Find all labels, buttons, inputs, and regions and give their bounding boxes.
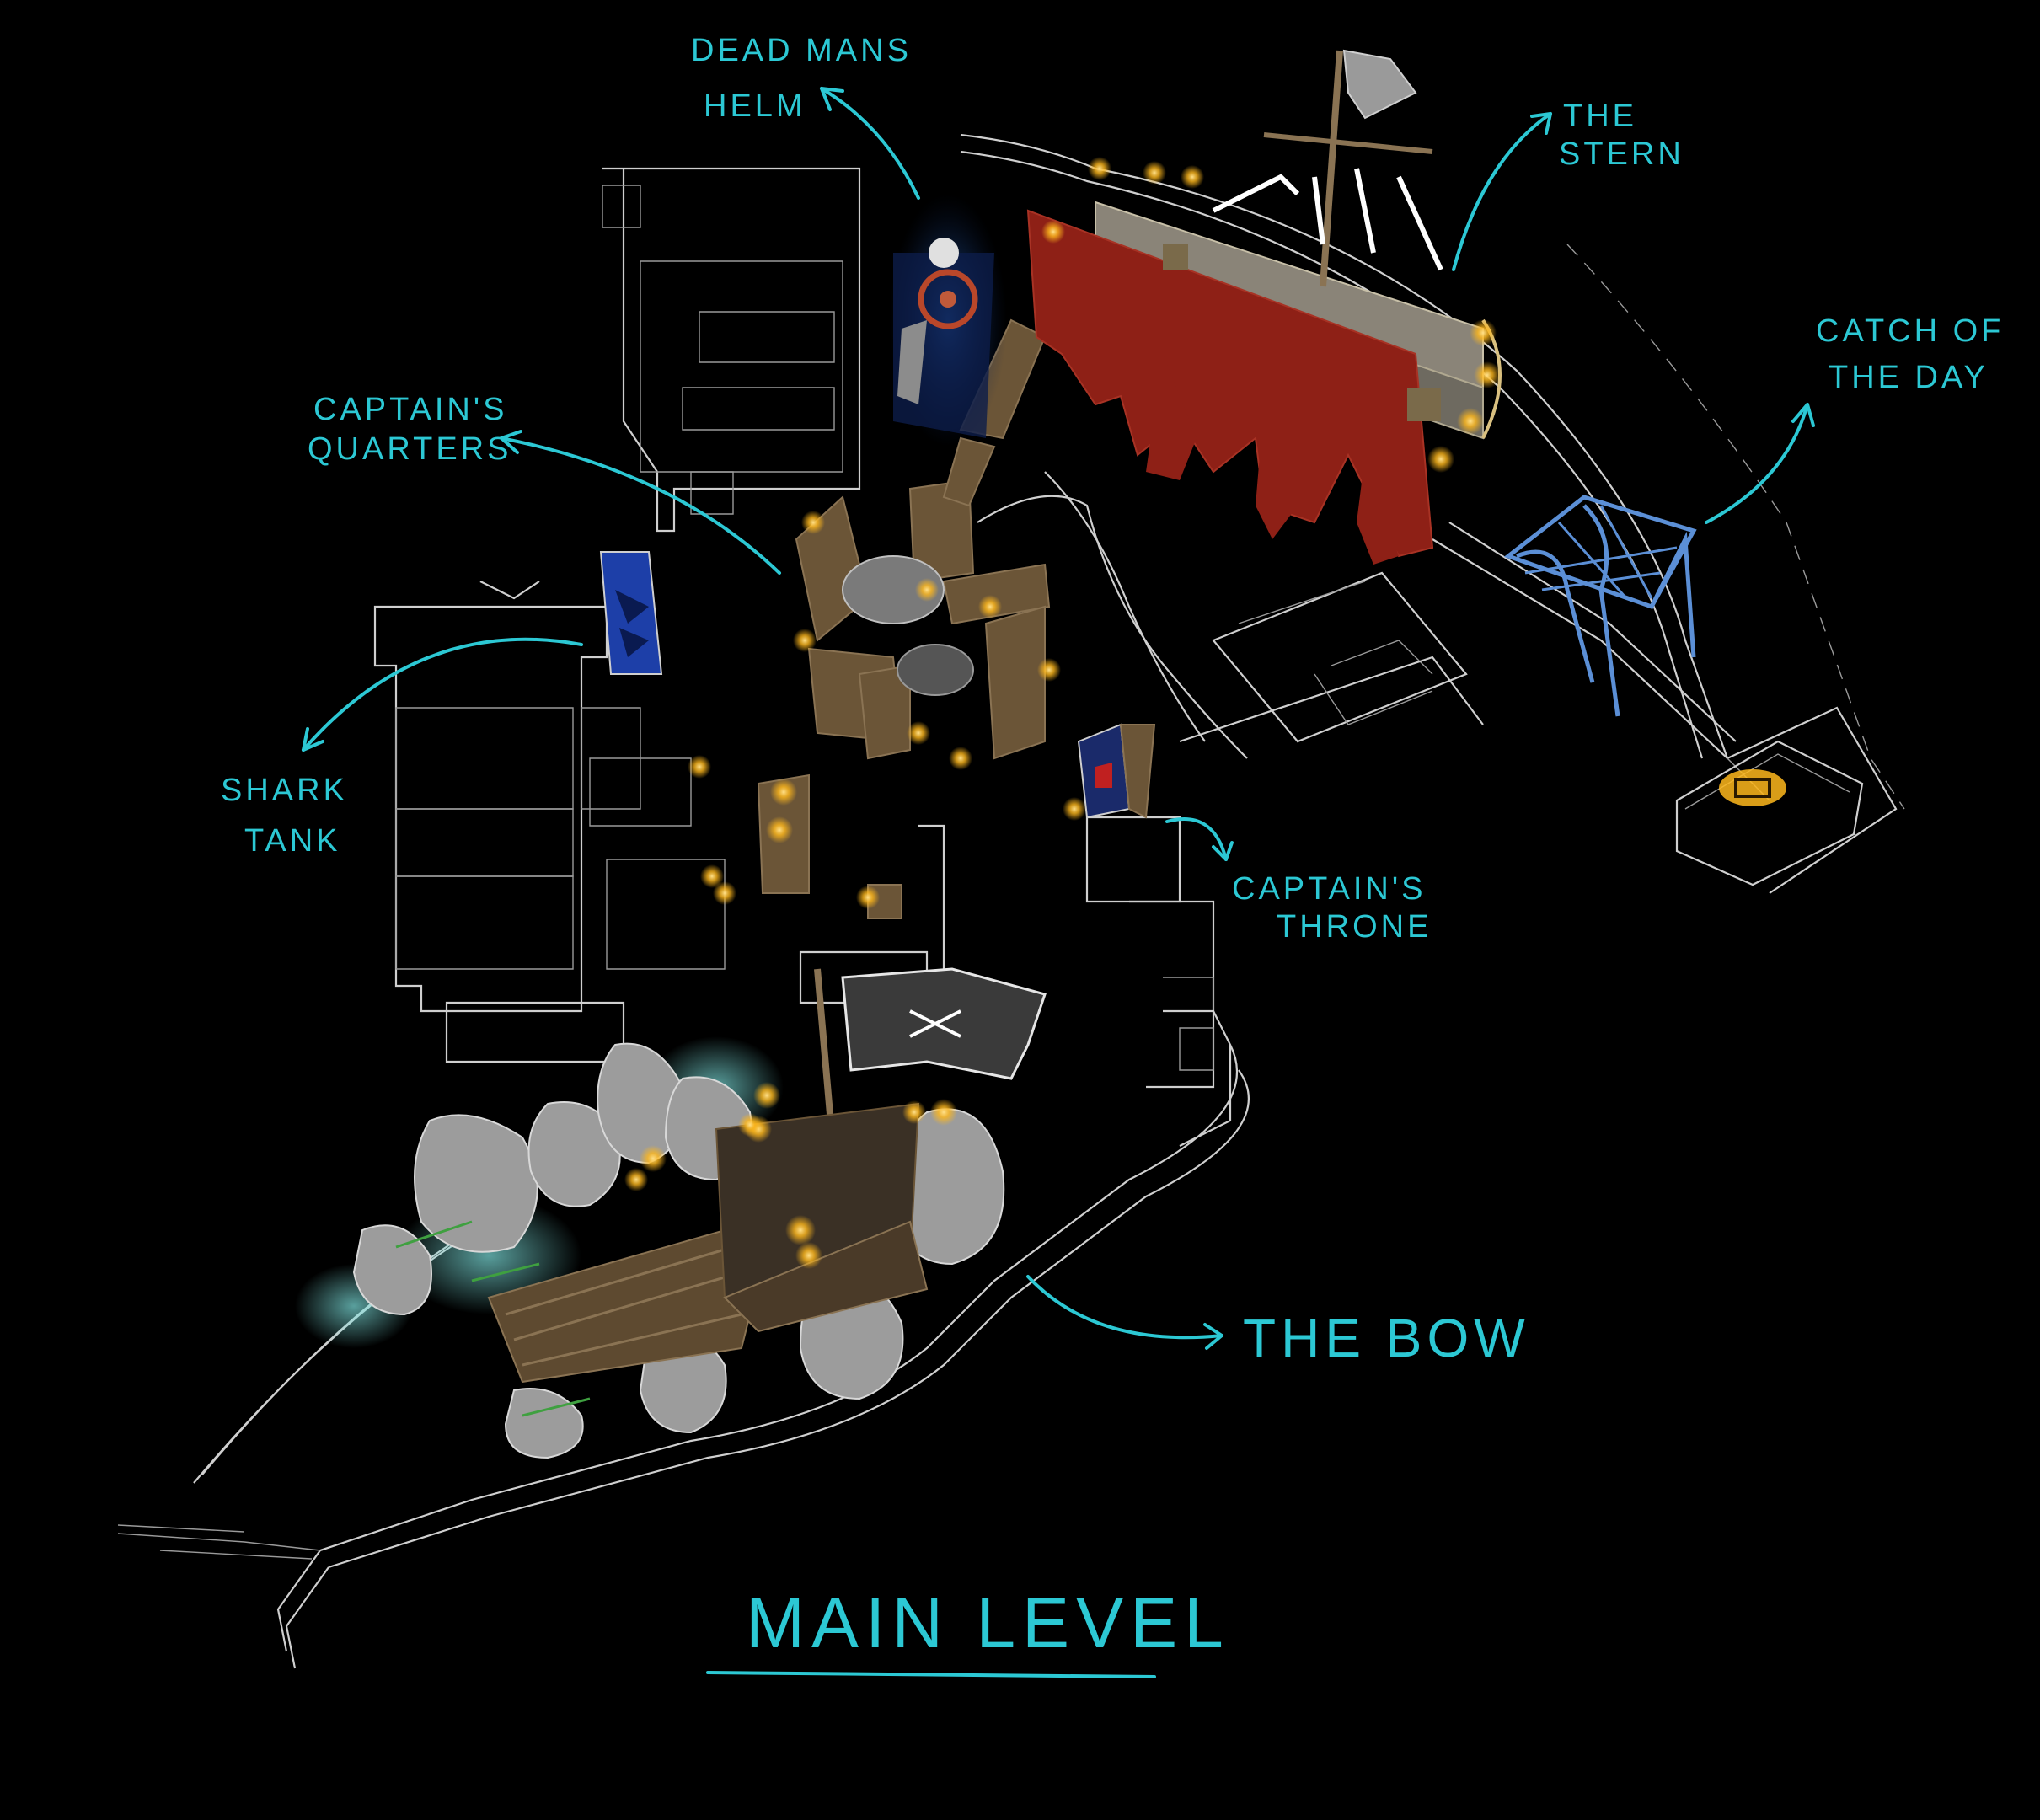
dead-mans-helm xyxy=(889,194,1007,447)
annotation-labels: DEAD MANS HELM THE STERN CATCH OF THE DA… xyxy=(221,33,2004,1662)
arrow-captains-quarters xyxy=(500,436,781,575)
label-captains-quarters-1: CAPTAIN'S xyxy=(313,392,507,427)
label-the-stern-1: THE xyxy=(1563,99,1637,134)
arrow-shark-tank xyxy=(302,637,583,752)
arrow-the-stern xyxy=(1452,112,1552,271)
arrow-dead-mans-helm xyxy=(820,87,920,200)
label-shark-tank-2: TANK xyxy=(244,823,341,859)
catch-of-the-day-pergola xyxy=(1503,495,1697,717)
page-title: MAIN LEVEL xyxy=(746,1583,1230,1662)
label-catch-of-the-day-1: CATCH OF xyxy=(1816,313,2004,349)
label-dead-mans-helm-1: DEAD MANS xyxy=(691,33,912,68)
label-captains-throne-1: CAPTAIN'S xyxy=(1232,871,1426,907)
label-captains-quarters-2: QUARTERS xyxy=(308,431,511,467)
captains-throne xyxy=(1077,723,1156,819)
shark-tank xyxy=(479,551,663,675)
label-the-bow: THE BOW xyxy=(1243,1308,1530,1368)
label-captains-throne-2: THRONE xyxy=(1277,909,1432,945)
label-catch-of-the-day-2: THE DAY xyxy=(1829,360,1989,395)
arrow-the-bow xyxy=(1026,1275,1223,1340)
arrow-captains-throne xyxy=(1165,817,1228,861)
captains-quarters-room xyxy=(757,479,1051,919)
label-shark-tank-1: SHARK xyxy=(221,773,348,808)
label-dead-mans-helm-2: HELM xyxy=(704,88,806,124)
annotation-arrows xyxy=(302,87,1815,1678)
string-lights xyxy=(624,157,1501,1269)
ship-stern xyxy=(942,49,1502,565)
title-underline xyxy=(706,1671,1156,1678)
fire-pit xyxy=(1719,769,1786,806)
pirate-flag xyxy=(814,967,1047,1164)
label-the-stern-2: STERN xyxy=(1559,136,1684,172)
ship-bow xyxy=(295,1036,1005,1459)
arrow-catch-of-the-day xyxy=(1705,403,1809,524)
